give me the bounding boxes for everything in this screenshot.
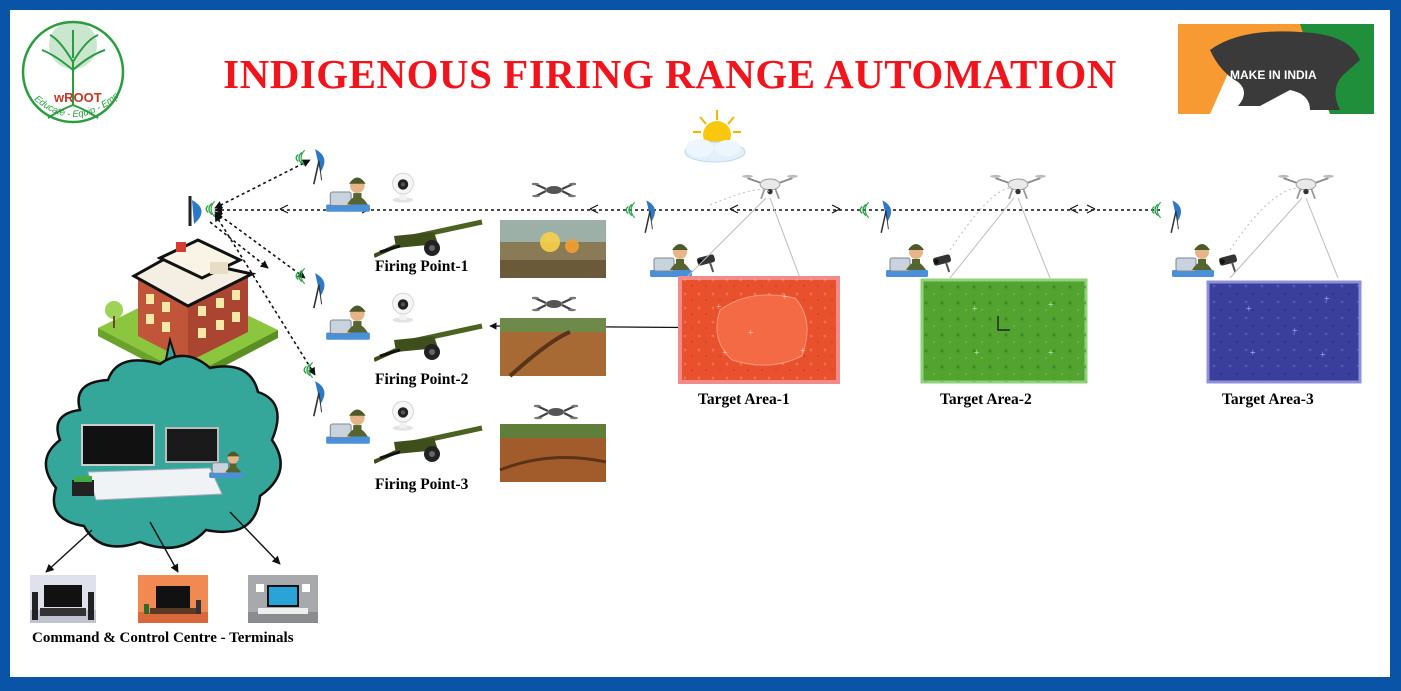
svg-text:+: + (800, 346, 806, 357)
target-area-1-label: Target Area-1 (698, 391, 790, 408)
firing-point-3-label: Firing Point-3 (375, 476, 469, 493)
svg-text:+: + (972, 304, 978, 315)
weather-sun-cloud-icon (684, 110, 746, 163)
target-station-1 (625, 173, 801, 279)
svg-text:+: + (1246, 304, 1252, 315)
terminal-room-1 (30, 575, 96, 623)
svg-text:+: + (782, 292, 788, 303)
svg-text:+: + (1292, 326, 1298, 337)
control-room-cloud (44, 336, 282, 550)
logo-brand: wROOT (53, 90, 102, 105)
wroot-logo: wROOT Educate - Equip - Empower (10, 10, 125, 124)
diagram-canvas: wROOT Educate - Equip - Empower MAKE IN … (10, 10, 1374, 623)
page-title: INDIGENOUS FIRING RANGE AUTOMATION (223, 51, 1117, 97)
network-links (209, 159, 1160, 376)
target-area-2: + + + + (920, 278, 1088, 384)
firing-point-1 (295, 147, 606, 278)
svg-text:+: + (1250, 348, 1256, 359)
svg-text:+: + (1324, 294, 1330, 305)
svg-text:+: + (1320, 350, 1326, 361)
firing-point-2 (295, 267, 606, 378)
target-area-3-label: Target Area-3 (1222, 391, 1314, 408)
command-centre-label: Command & Control Centre - Terminals (32, 630, 294, 646)
firing-point-3 (303, 361, 607, 482)
svg-text:+: + (1048, 300, 1054, 311)
svg-text:+: + (716, 302, 722, 313)
firing-point-2-label: Firing Point-2 (375, 371, 469, 388)
firing-point-1-label: Firing Point-1 (375, 258, 469, 275)
svg-text:+: + (974, 348, 980, 359)
svg-text:+: + (748, 328, 754, 339)
badge-text: MAKE IN INDIA (1230, 68, 1317, 82)
svg-text:+: + (722, 348, 728, 359)
target-area-1: + + + + + (678, 276, 840, 384)
make-in-india-badge: MAKE IN INDIA (1178, 24, 1374, 114)
terminal-room-2 (138, 575, 208, 623)
target-area-3: + + + + + (1206, 280, 1362, 384)
diagram-frame: INDIGENOUS FIRING RANGE AUTOMATION (10, 10, 1390, 677)
main-antenna-tower (188, 196, 216, 226)
target-station-3 (1151, 173, 1339, 279)
target-station-2 (859, 173, 1051, 279)
terminal-room-3 (248, 575, 318, 623)
svg-text:+: + (1048, 348, 1054, 359)
target-area-2-label: Target Area-2 (940, 391, 1032, 408)
